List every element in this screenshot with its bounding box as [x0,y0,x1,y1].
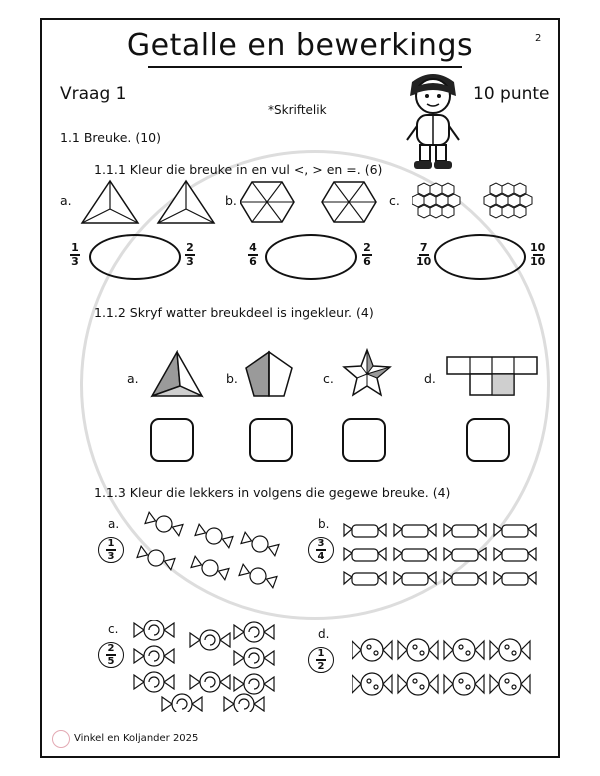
rectangle-grid-icon [446,356,538,396]
compare-oval-a[interactable] [89,234,181,280]
candy-d-letter: d. [318,627,330,641]
item-c-letter: c. [389,193,400,208]
item-b-letter: b. [225,193,237,208]
shape-b-letter: b. [226,371,238,386]
shape-d-letter: d. [424,371,436,386]
candy-icon [133,620,275,712]
logo-icon [52,730,70,748]
star-icon [342,348,392,397]
title-underline [148,66,462,68]
answer-box-a[interactable] [150,418,194,462]
candy-icon [352,638,531,696]
footer-credit: Vinkel en Koljander 2025 [74,733,199,744]
shape-a-letter: a. [127,371,139,386]
question-points: 10 punte [473,84,550,104]
boy-clipart-icon [406,74,460,169]
question-note: *Skriftelik [268,103,327,117]
hexagon-fraction-icon [240,181,377,223]
candy-a-letter: a. [108,517,120,531]
section-112-heading: 1.1.2 Skryf watter breukdeel is ingekleu… [94,305,374,320]
candy-b-letter: b. [318,517,330,531]
pentagon-icon [245,350,293,397]
watermark-seal-icon [80,150,550,620]
section-111-heading: 1.1.1 Kleur die breuke in en vul <, > en… [94,162,383,177]
answer-box-c[interactable] [342,418,386,462]
section-1-heading: 1.1 Breuke. (10) [60,130,161,145]
honeycomb-icon [412,182,533,219]
candy-icon [343,522,537,586]
page-number: 2 [535,33,542,44]
shape-c-letter: c. [323,371,334,386]
pyramid-icon [150,350,204,398]
page-frame [40,18,560,758]
question-label: Vraag 1 [60,84,127,104]
compare-oval-b[interactable] [265,234,357,280]
triangle-fraction-icon [80,179,216,224]
answer-box-b[interactable] [249,418,293,462]
candy-c-letter: c. [108,622,119,636]
item-a-letter: a. [60,193,72,208]
candy-icon [136,510,280,590]
compare-oval-c[interactable] [434,234,526,280]
section-113-heading: 1.1.3 Kleur die lekkers in volgens die g… [94,485,451,500]
answer-box-d[interactable] [466,418,510,462]
page-title: Getalle en bewerkings [126,28,474,63]
